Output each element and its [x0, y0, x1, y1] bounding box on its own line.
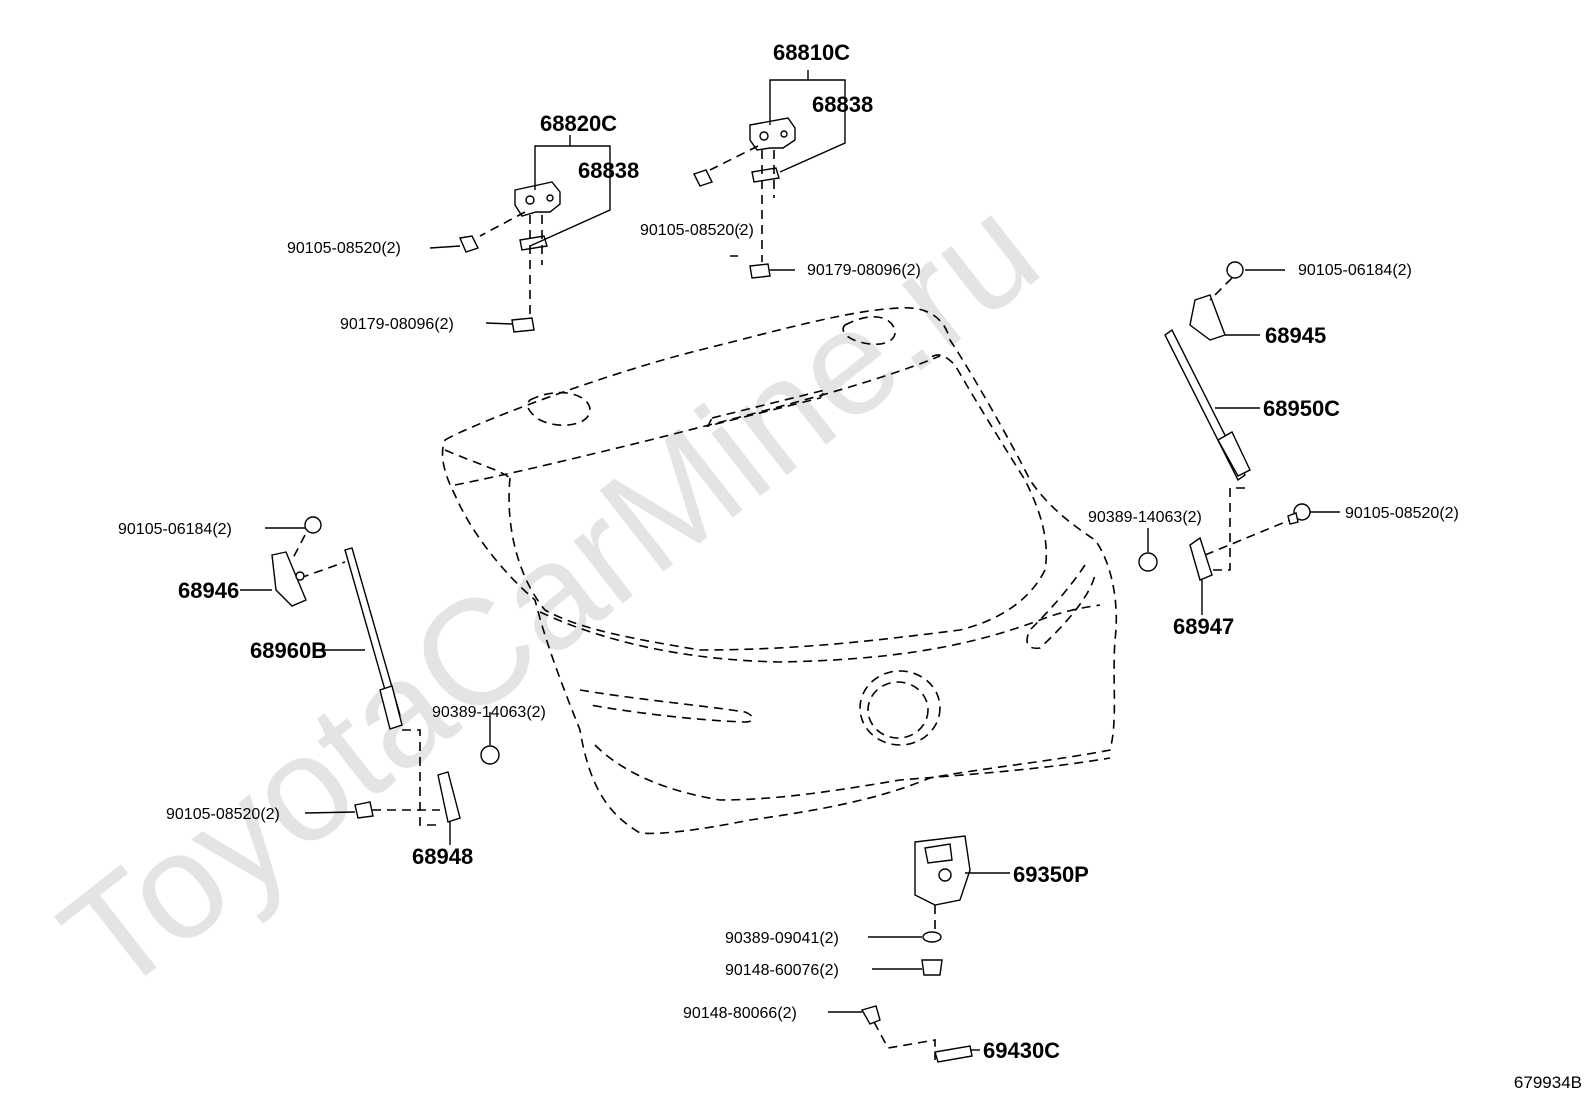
label-nut-hinge-left: 90179-08096(2) [340, 316, 454, 333]
label-68945: 68945 [1265, 323, 1326, 348]
label-69430C: 69430C [983, 1038, 1060, 1063]
label-68947: 68947 [1173, 614, 1234, 639]
label-washer-lock: 90389-09041(2) [725, 930, 839, 947]
label-68946: 68946 [178, 578, 239, 603]
label-bolt-lower-left: 90105-08520(2) [166, 806, 280, 823]
hinge-left [459, 181, 561, 333]
back-door-panel [441, 307, 1118, 835]
label-68950C: 68950C [1263, 396, 1340, 421]
stay-right [1138, 261, 1311, 581]
label-68810C: 68810C [773, 40, 850, 65]
label-screw-striker: 90148-80066(2) [683, 1005, 797, 1022]
label-bolt-upper-right: 90105-06184(2) [1298, 262, 1412, 279]
label-68838-right: 68838 [812, 92, 873, 117]
label-spacer-left: 90389-14063(2) [432, 704, 546, 721]
label-68948: 68948 [412, 844, 473, 869]
label-bolt-hinge-right: 90105-08520(2) [640, 222, 754, 239]
label-bolt-upper-left: 90105-06184(2) [118, 521, 232, 538]
label-68838-left: 68838 [578, 158, 639, 183]
label-bolt-lower-right: 90105-08520(2) [1345, 505, 1459, 522]
lock-assembly [860, 835, 973, 1063]
diagram-code: 679934B [1513, 1073, 1582, 1092]
label-69350P: 69350P [1013, 862, 1089, 887]
label-screw-lock: 90148-60076(2) [725, 962, 839, 979]
stay-left [271, 516, 500, 826]
leader-lines [240, 228, 1340, 1051]
hinge-left-bracket [529, 135, 611, 247]
hinge-right [693, 117, 796, 279]
label-spacer-right: 90389-14063(2) [1088, 509, 1202, 526]
label-68960B: 68960B [250, 638, 327, 663]
label-bolt-hinge-left: 90105-08520(2) [287, 240, 401, 257]
label-nut-hinge-right: 90179-08096(2) [807, 262, 921, 279]
hinge-right-bracket [769, 70, 846, 173]
label-68820C: 68820C [540, 111, 617, 136]
